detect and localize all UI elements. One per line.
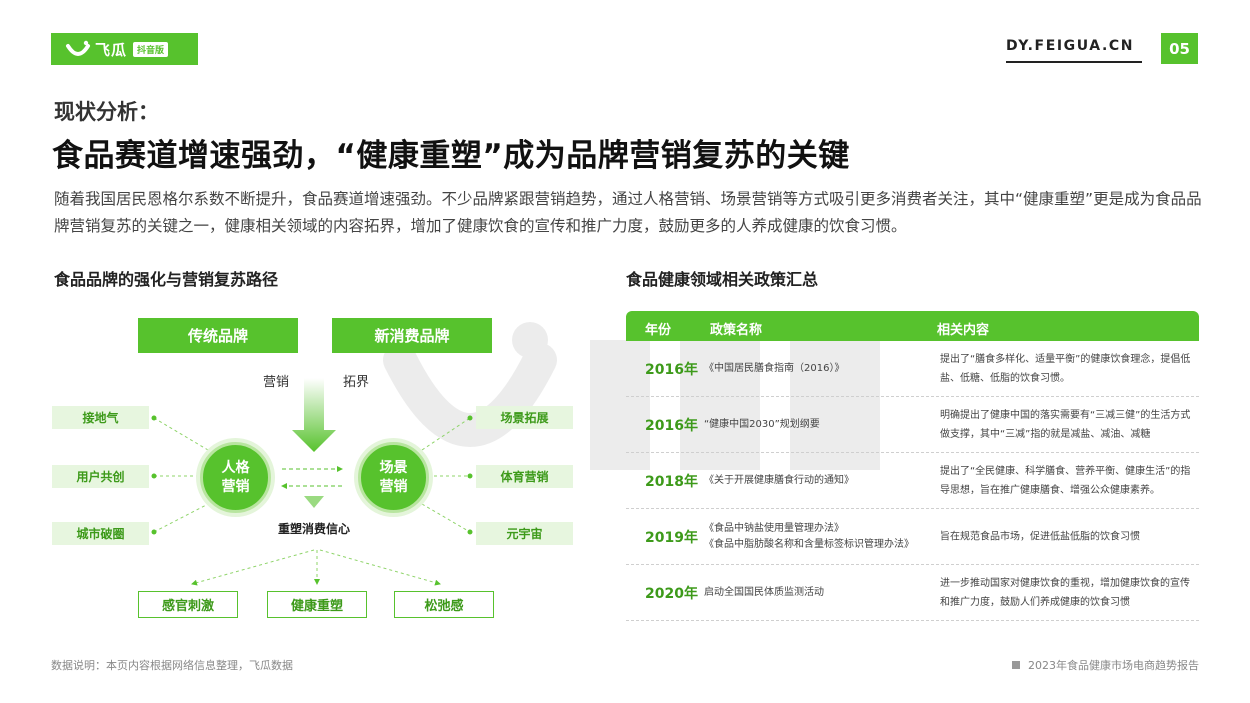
scene-circle-line1: 场景 <box>379 459 408 476</box>
expansion-label: 拓界 <box>343 375 370 390</box>
persona-circle-line2: 营销 <box>221 478 250 495</box>
site-url-underline <box>1006 61 1142 63</box>
row-policy-name-line2: 《食品中脂肪酸名称和含量标签标识管理办法》 <box>704 538 914 550</box>
policy-table: 年份 政策名称 相关内容 2016年 《中国居民膳食指南（2016）》 提出了“… <box>626 311 1199 621</box>
col-policy-name: 政策名称 <box>710 323 763 338</box>
traditional-brand-button: 传统品牌 <box>138 318 298 353</box>
row-year: 2018年 <box>645 473 698 490</box>
footer-square-icon <box>1012 661 1020 669</box>
row-content: 提出了“全民健康、科学膳食、营养平衡、健康生活”的指导思想，旨在推广健康膳食、增… <box>940 465 1191 496</box>
row-policy-name: 《食品中钠盐使用量管理办法》 《食品中脂肪酸名称和含量标签标识管理办法》 <box>704 521 934 553</box>
right-item-scene-expansion: 场景拓展 <box>476 406 573 429</box>
persona-circle-line1: 人格 <box>221 459 250 476</box>
footer-report: 2023年食品健康市场电商趋势报告 <box>1012 657 1199 673</box>
table-header: 年份 政策名称 相关内容 <box>626 311 1199 341</box>
feigua-logo-icon <box>66 40 90 56</box>
row-content: 旨在规范食品市场，促进低盐低脂的饮食习惯 <box>940 531 1140 542</box>
big-down-arrow <box>292 378 336 452</box>
col-year: 年份 <box>645 323 672 338</box>
logo[interactable]: 飞瓜 抖音版 <box>51 33 198 65</box>
page-number: 05 <box>1161 33 1198 64</box>
row-policy-name-line1: 《食品中钠盐使用量管理办法》 <box>704 522 844 534</box>
new-consumer-brand-button: 新消费品牌 <box>332 318 492 353</box>
row-content: 提出了“膳食多样化、适量平衡”的健康饮食理念，提倡低盐、低糖、低脂的饮食习惯。 <box>940 353 1191 384</box>
right-item-metaverse: 元宇宙 <box>476 522 573 545</box>
table-row: 2020年 启动全国国民体质监测活动 进一步推动国家对健康饮食的重视，增加健康饮… <box>626 565 1199 621</box>
footer-report-title: 2023年食品健康市场电商趋势报告 <box>1028 659 1199 672</box>
scene-circle-line2: 营销 <box>379 478 408 495</box>
col-content: 相关内容 <box>937 323 990 338</box>
diagram-connectors <box>151 378 473 586</box>
row-policy-name: 《中国居民膳食指南（2016）》 <box>704 362 845 374</box>
intro-paragraph: 随着我国居民恩格尔系数不断提升，食品赛道增速强劲。不少品牌紧跟营销趋势，通过人格… <box>54 190 1202 235</box>
left-item-city-breakout: 城市破圈 <box>52 522 149 545</box>
bottom-item-health-reshape: 健康重塑 <box>267 591 367 618</box>
left-item-cocreation: 用户共创 <box>52 465 149 488</box>
row-policy-name: 启动全国国民体质监测活动 <box>704 586 824 598</box>
table-section-title: 食品健康领域相关政策汇总 <box>626 270 819 289</box>
diagram-section-title: 食品品牌的强化与营销复苏路径 <box>54 270 279 289</box>
row-policy-name: “健康中国2030”规划纲要 <box>704 418 820 430</box>
scene-marketing-circle: 场景 营销 <box>358 442 429 513</box>
row-content: 明确提出了健康中国的落实需要有“三减三健”的生活方式做支撑，其中“三减”指的就是… <box>940 409 1191 440</box>
row-year: 2020年 <box>645 585 698 602</box>
row-year: 2016年 <box>645 361 698 378</box>
logo-text: 飞瓜 <box>95 40 128 59</box>
footer-source: 数据说明：本页内容根据网络信息整理，飞瓜数据 <box>51 659 293 672</box>
row-content: 进一步推动国家对健康饮食的重视，增加健康饮食的宣传和推广力度，鼓励人们养成健康的… <box>940 577 1190 608</box>
marketing-path-diagram: 传统品牌 新消费品牌 营销 拓界 接地气 用户共创 城市破圈 场景拓展 体育营销… <box>40 300 600 640</box>
row-year: 2019年 <box>645 529 698 546</box>
page-subtitle: 现状分析： <box>54 100 159 124</box>
row-year: 2016年 <box>645 417 698 434</box>
bottom-item-sensory: 感官刺激 <box>138 591 238 618</box>
table-row: 2018年 《关于开展健康膳食行动的通知》 提出了“全民健康、科学膳食、营养平衡… <box>626 453 1199 509</box>
table-row: 2016年 《中国居民膳食指南（2016）》 提出了“膳食多样化、适量平衡”的健… <box>626 341 1199 397</box>
row-policy-name: 《关于开展健康膳食行动的通知》 <box>704 474 854 486</box>
page-title: 食品赛道增速强劲，“健康重塑”成为品牌营销复苏的关键 <box>52 138 850 174</box>
right-item-sports-marketing: 体育营销 <box>476 465 573 488</box>
bottom-item-relaxation: 松弛感 <box>394 591 494 618</box>
table-row: 2016年 “健康中国2030”规划纲要 明确提出了健康中国的落实需要有“三减三… <box>626 397 1199 453</box>
small-down-arrow <box>304 496 324 508</box>
site-url[interactable]: DY.FEIGUA.CN <box>1006 38 1135 54</box>
marketing-label: 营销 <box>263 375 290 390</box>
logo-badge: 抖音版 <box>133 41 169 57</box>
persona-marketing-circle: 人格 营销 <box>200 442 271 513</box>
table-row: 2019年 《食品中钠盐使用量管理办法》 《食品中脂肪酸名称和含量标签标识管理办… <box>626 509 1199 565</box>
rebuild-confidence-label: 重塑消费信心 <box>278 522 351 536</box>
left-item-grounded: 接地气 <box>52 406 149 429</box>
